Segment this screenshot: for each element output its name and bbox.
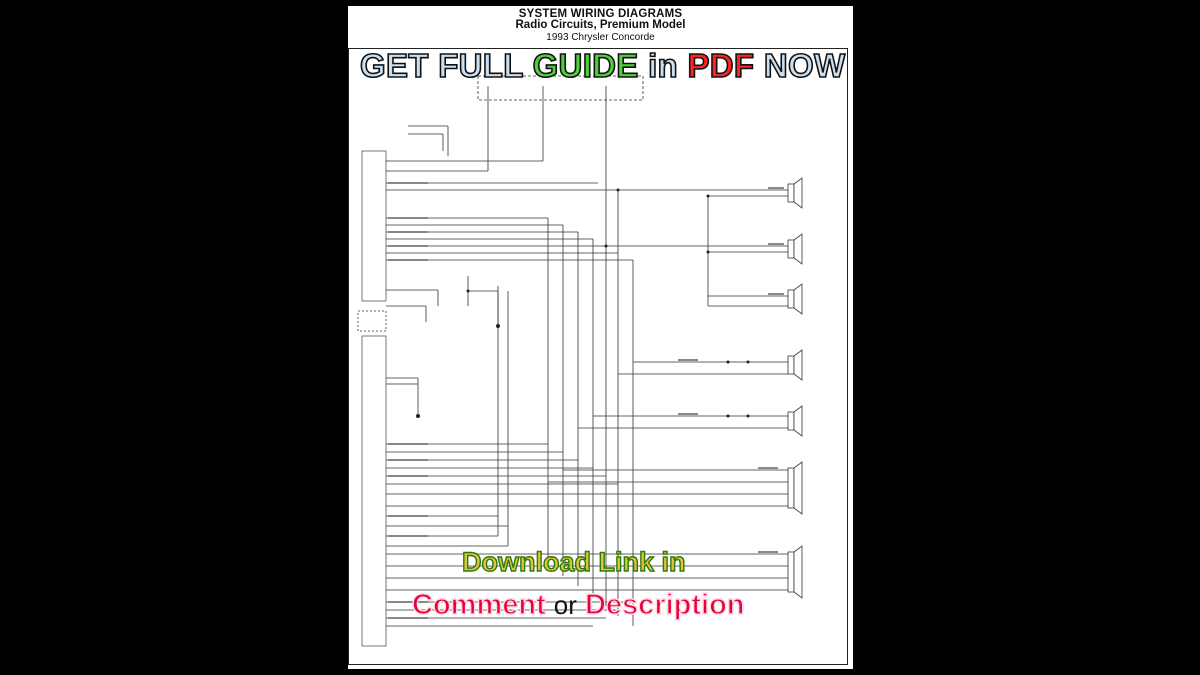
- diagram-title: SYSTEM WIRING DIAGRAMS: [518, 8, 683, 20]
- promo-banner: GET FULL GUIDE in PDF NOW: [359, 46, 846, 85]
- wiring-diagram-sheet: SYSTEM WIRING DIAGRAMS Radio Circuits, P…: [348, 6, 853, 669]
- diagram-subtitle: Radio Circuits, Premium Model: [515, 19, 686, 31]
- banner-pdf: PDF: [687, 46, 755, 85]
- banner-now: NOW: [763, 46, 846, 85]
- diagram-header: SYSTEM WIRING DIAGRAMS Radio Circuits, P…: [348, 6, 853, 43]
- diagram-frame: [348, 48, 848, 665]
- banner-in: in: [647, 46, 679, 85]
- cta-or: or: [553, 590, 577, 620]
- cta-comment: Comment: [411, 588, 546, 621]
- diagram-vehicle: 1993 Chrysler Concorde: [546, 32, 655, 43]
- cta-description: Description: [584, 588, 745, 621]
- wiring-schematic: [357, 75, 803, 647]
- download-link-text: Download Link in: [461, 546, 686, 577]
- comment-description-text: Comment or Description: [411, 588, 745, 622]
- banner-guide: GUIDE: [532, 46, 639, 85]
- banner-get-full: GET FULL: [359, 46, 524, 85]
